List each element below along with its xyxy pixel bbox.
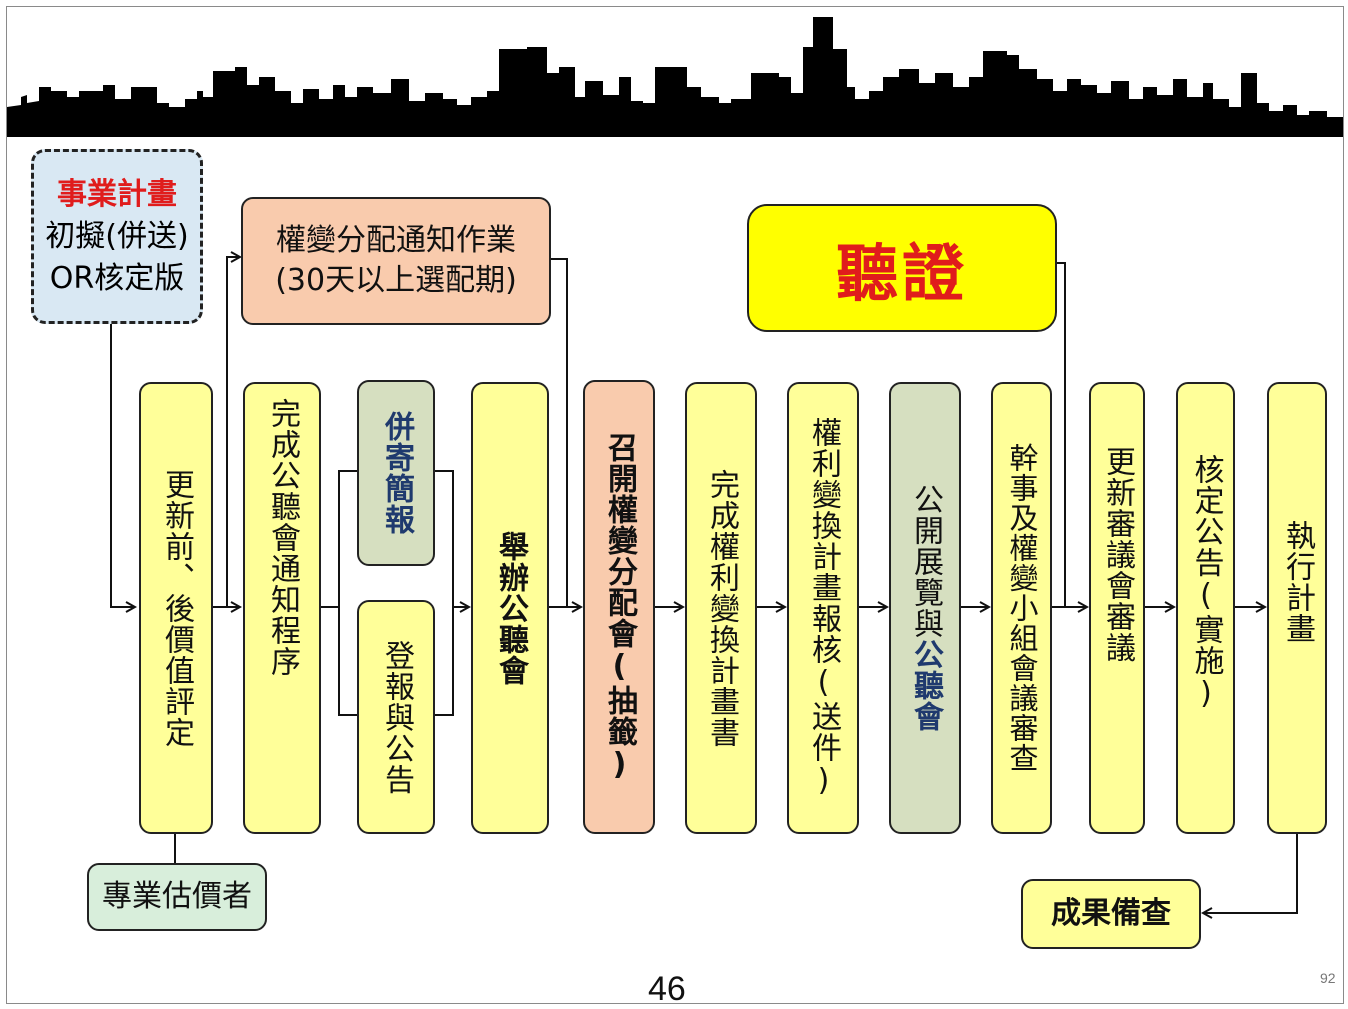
slide-number: 92 bbox=[1320, 970, 1336, 986]
page-number: 46 bbox=[648, 970, 686, 1008]
step-review-council: 更新審議會審議 bbox=[1089, 382, 1145, 834]
allocation-notice-box: 權變分配通知作業 (30天以上選配期) bbox=[241, 197, 551, 325]
allocation-notice-line1: 權變分配通知作業 bbox=[276, 222, 516, 258]
step-valuation-label: 更新前、後價值評定 bbox=[159, 468, 194, 748]
step-public-hearing-label: 舉辦公聽會 bbox=[493, 530, 528, 686]
allocation-notice-line2: (30天以上選配期) bbox=[275, 263, 517, 298]
step-public-exhibition-suffix: 公聽會 bbox=[908, 639, 943, 732]
step-committee-review-label: 幹事及權變小組會議審查 bbox=[1005, 443, 1039, 773]
step-committee-review: 幹事及權變小組會議審查 bbox=[991, 382, 1052, 834]
results-record-label: 成果備查 bbox=[1051, 895, 1171, 931]
step-complete-plan-label: 完成權利變換計畫書 bbox=[704, 468, 739, 748]
professional-appraiser-box: 專業估價者 bbox=[87, 863, 267, 931]
step-public-exhibition-prefix: 公開展覽與 bbox=[908, 484, 943, 639]
step-submit-plan: 權利變換計畫報核(送件) bbox=[787, 382, 859, 834]
step-allocation-meeting-label: 召開權變分配會(抽籤) bbox=[602, 431, 637, 783]
flow-connectors bbox=[110, 7, 1298, 1003]
step-briefing-label: 併寄簡報 bbox=[379, 411, 414, 535]
slide: 事業計畫 初擬(併送) OR核定版 權變分配通知作業 (30天以上選配期) 聽證… bbox=[6, 6, 1344, 1004]
step-briefing: 併寄簡報 bbox=[357, 380, 435, 566]
step-complete-plan: 完成權利變換計畫書 bbox=[685, 382, 757, 834]
step-execute-plan: 執行計畫 bbox=[1267, 382, 1327, 834]
step-public-exhibition-label: 公開展覽與公聽會 bbox=[908, 484, 943, 732]
step-publish-notice: 登報與公告 bbox=[357, 600, 435, 834]
hearing-box: 聽證 bbox=[747, 204, 1057, 332]
step-public-hearing: 舉辦公聽會 bbox=[471, 382, 549, 834]
business-plan-line1: 初擬(併送) bbox=[45, 218, 189, 254]
step-submit-plan-label: 權利變換計畫報核(送件) bbox=[806, 417, 841, 799]
step-allocation-meeting: 召開權變分配會(抽籤) bbox=[583, 380, 655, 834]
business-plan-box: 事業計畫 初擬(併送) OR核定版 bbox=[31, 149, 203, 324]
step-public-exhibition: 公開展覽與公聽會 bbox=[889, 382, 961, 834]
step-publish-notice-label: 登報與公告 bbox=[379, 639, 414, 795]
city-skyline-graphic bbox=[7, 17, 1343, 137]
step-public-notice-procedure-label: 完成公聽會通知程序 bbox=[265, 398, 300, 677]
business-plan-line2: OR核定版 bbox=[49, 260, 185, 296]
step-valuation: 更新前、後價值評定 bbox=[139, 382, 213, 834]
results-record-box: 成果備查 bbox=[1021, 879, 1201, 949]
step-public-notice-procedure: 完成公聽會通知程序 bbox=[243, 382, 321, 834]
step-approval-announcement: 核定公告(實施) bbox=[1176, 382, 1235, 834]
step-execute-plan-label: 執行計畫 bbox=[1280, 520, 1315, 644]
business-plan-title: 事業計畫 bbox=[57, 176, 177, 212]
hearing-label: 聽證 bbox=[835, 237, 968, 310]
professional-appraiser-label: 專業估價者 bbox=[102, 878, 252, 914]
step-review-council-label: 更新審議會審議 bbox=[1100, 446, 1135, 663]
step-approval-announcement-label: 核定公告(實施) bbox=[1188, 454, 1224, 712]
